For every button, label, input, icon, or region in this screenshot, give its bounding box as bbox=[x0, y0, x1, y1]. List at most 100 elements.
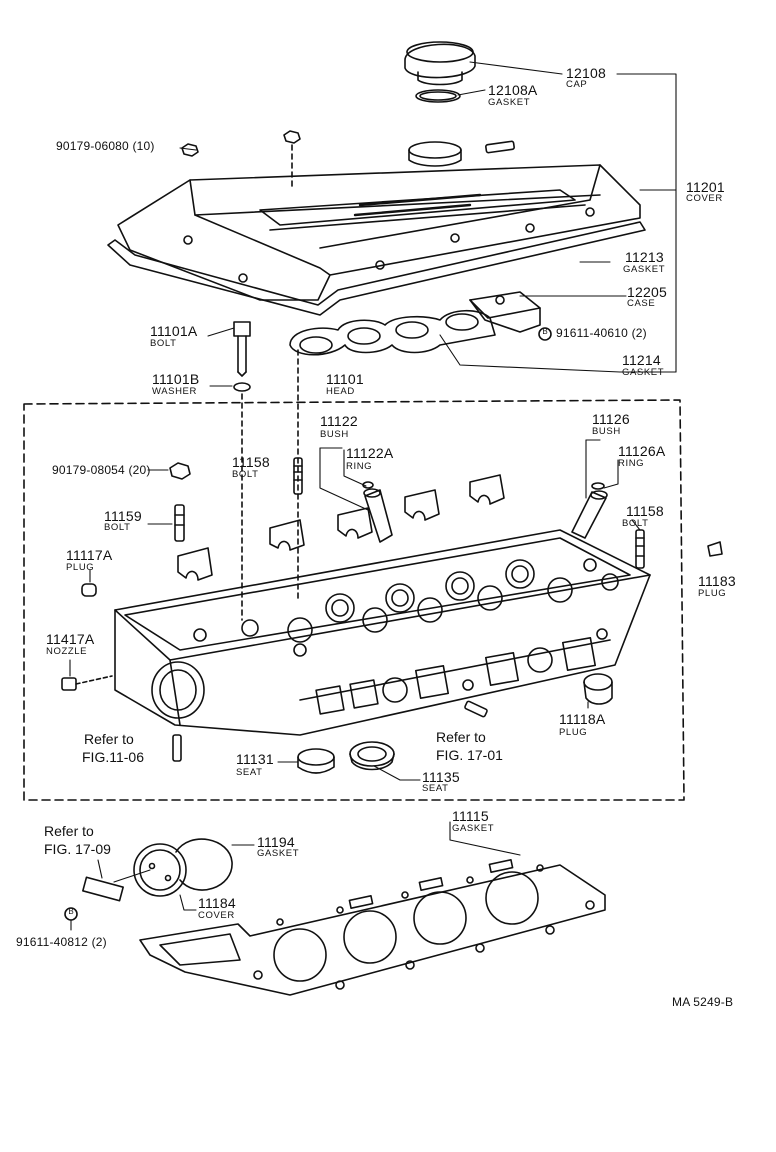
label-bush-ex-name: BUSH bbox=[592, 426, 621, 437]
label-case-gasket-num: 11214 bbox=[622, 352, 661, 368]
label-plug-183-name: PLUG bbox=[698, 588, 727, 599]
ref-fig-11-06-line2: FIG.11-06 bbox=[82, 749, 144, 765]
label-seat-131-name: SEAT bbox=[236, 767, 263, 778]
label-cover-num: 11201 bbox=[686, 179, 725, 195]
cam-cap-4 bbox=[404, 489, 440, 521]
ref-fig-17-09-line1: Refer to bbox=[44, 823, 94, 839]
label-bolt-159-num: 11159 bbox=[104, 508, 142, 524]
gasket-11194 bbox=[175, 838, 233, 891]
diagram-id: MA 5249-B bbox=[672, 995, 734, 1009]
cam-position-case bbox=[469, 291, 541, 333]
exhaust-ring bbox=[591, 482, 605, 490]
label-bush-in-num: 11122 bbox=[320, 413, 358, 429]
label-seat-135-num: 11135 bbox=[422, 769, 460, 785]
bolt-812-mark: B bbox=[68, 907, 74, 916]
label-cover-nut-num: 90179-06080 (10) bbox=[56, 139, 155, 153]
label-case-num: 12205 bbox=[627, 284, 667, 300]
exhaust-bush bbox=[571, 491, 607, 539]
seat-11131 bbox=[297, 748, 335, 774]
label-washer-name: WASHER bbox=[152, 386, 197, 397]
cylinder-head bbox=[114, 529, 651, 736]
label-cap-gasket-num: 12108A bbox=[488, 82, 538, 98]
stud-fig-17-01 bbox=[464, 700, 488, 718]
label-plug-118-name: PLUG bbox=[559, 727, 588, 738]
label-bolt-a-name: BOLT bbox=[150, 338, 177, 349]
label-gasket-194-name: GASKET bbox=[257, 848, 300, 859]
label-stud-right-name: BOLT bbox=[622, 518, 649, 529]
label-bush-in-name: BUSH bbox=[320, 429, 349, 440]
label-plug-117-name: PLUG bbox=[66, 562, 95, 573]
cam-cap-5 bbox=[469, 474, 505, 505]
ref-fig-11-06-line1: Refer to bbox=[84, 731, 134, 747]
label-bolt-a-num: 11101A bbox=[150, 323, 198, 339]
nozzle-11417a bbox=[61, 675, 113, 691]
label-cover-gasket-num: 11213 bbox=[625, 249, 664, 265]
label-cap-gasket-name: GASKET bbox=[488, 97, 531, 108]
label-bolt-812-num: 91611-40812 (2) bbox=[16, 935, 107, 949]
cover-nut bbox=[181, 143, 199, 157]
label-cap-num: 12108 bbox=[566, 65, 606, 81]
label-seat-131-num: 11131 bbox=[236, 751, 274, 767]
label-head-name: HEAD bbox=[326, 386, 355, 397]
ref-fig-17-01-line1: Refer to bbox=[436, 729, 486, 745]
label-ring-ex-name: RING bbox=[618, 458, 645, 469]
head-gasket bbox=[139, 859, 606, 996]
case-bolt-mark: B bbox=[542, 327, 548, 336]
head-washer bbox=[233, 382, 251, 392]
label-case-bolt-num: 91611-40610 (2) bbox=[556, 326, 647, 340]
label-plug-117-num: 11117A bbox=[66, 547, 113, 563]
seat-11135 bbox=[349, 741, 395, 771]
label-gasket-194-num: 11194 bbox=[257, 834, 295, 850]
label-plug-183-num: 11183 bbox=[698, 573, 736, 589]
oil-filler-cap bbox=[404, 41, 476, 86]
valve-cover bbox=[117, 140, 641, 301]
cam-cap-2 bbox=[269, 519, 305, 551]
label-nozzle-num: 11417A bbox=[46, 631, 95, 647]
bolt-b-marker-top bbox=[538, 327, 552, 341]
label-cap-name: CAP bbox=[566, 79, 588, 90]
label-bush-ex-num: 11126 bbox=[592, 411, 630, 427]
label-cover-name: COVER bbox=[686, 193, 723, 204]
plug-11183 bbox=[707, 541, 723, 557]
head-assembly-border bbox=[23, 399, 685, 801]
label-plug-118-num: 11118A bbox=[559, 711, 606, 727]
cam-cap-1 bbox=[177, 547, 213, 581]
valve-cover-gasket bbox=[107, 221, 646, 316]
label-cover-gasket-name: GASKET bbox=[623, 264, 666, 275]
label-ring-in-num: 11122A bbox=[346, 445, 394, 461]
label-nozzle-name: NOZZLE bbox=[46, 646, 88, 657]
label-head-gasket-num: 11115 bbox=[452, 808, 489, 824]
label-head-gasket-name: GASKET bbox=[452, 823, 495, 834]
label-cover-184-num: 11184 bbox=[198, 895, 236, 911]
label-case-name: CASE bbox=[627, 298, 656, 309]
intake-bush bbox=[364, 489, 393, 543]
ref-fig-17-09-line2: FIG. 17-09 bbox=[44, 841, 111, 857]
head-bolt bbox=[233, 321, 251, 377]
stud-11158-right bbox=[635, 529, 645, 569]
fig-17-09-plate bbox=[82, 876, 124, 902]
case-gasket bbox=[289, 309, 496, 356]
label-stud-left-num: 11158 bbox=[232, 454, 270, 470]
label-seat-135-name: SEAT bbox=[422, 783, 449, 794]
cam-cap-3 bbox=[337, 507, 373, 539]
label-ring-in-name: RING bbox=[346, 461, 373, 472]
label-head-num: 11101 bbox=[326, 371, 364, 387]
label-cover-184-name: COVER bbox=[198, 910, 235, 921]
plug-11117a bbox=[81, 583, 97, 597]
label-bolt-159-name: BOLT bbox=[104, 522, 131, 533]
ref-fig-17-01-line2: FIG. 17-01 bbox=[436, 747, 503, 763]
label-stud-right-num: 11158 bbox=[626, 503, 664, 519]
stud-11158-left bbox=[293, 457, 303, 495]
cover-11184 bbox=[133, 843, 187, 897]
cap-gasket-ring bbox=[415, 89, 461, 103]
label-head-nut-num: 90179-08054 (20) bbox=[52, 463, 151, 477]
plug-11118a bbox=[583, 673, 613, 705]
label-ring-ex-num: 11126A bbox=[618, 443, 666, 459]
stud-fig-11-06 bbox=[172, 734, 182, 762]
bolt-11159 bbox=[174, 504, 185, 542]
label-washer-num: 11101B bbox=[152, 371, 200, 387]
label-stud-left-name: BOLT bbox=[232, 469, 259, 480]
label-case-gasket-name: GASKET bbox=[622, 367, 665, 378]
head-nut bbox=[169, 462, 191, 480]
